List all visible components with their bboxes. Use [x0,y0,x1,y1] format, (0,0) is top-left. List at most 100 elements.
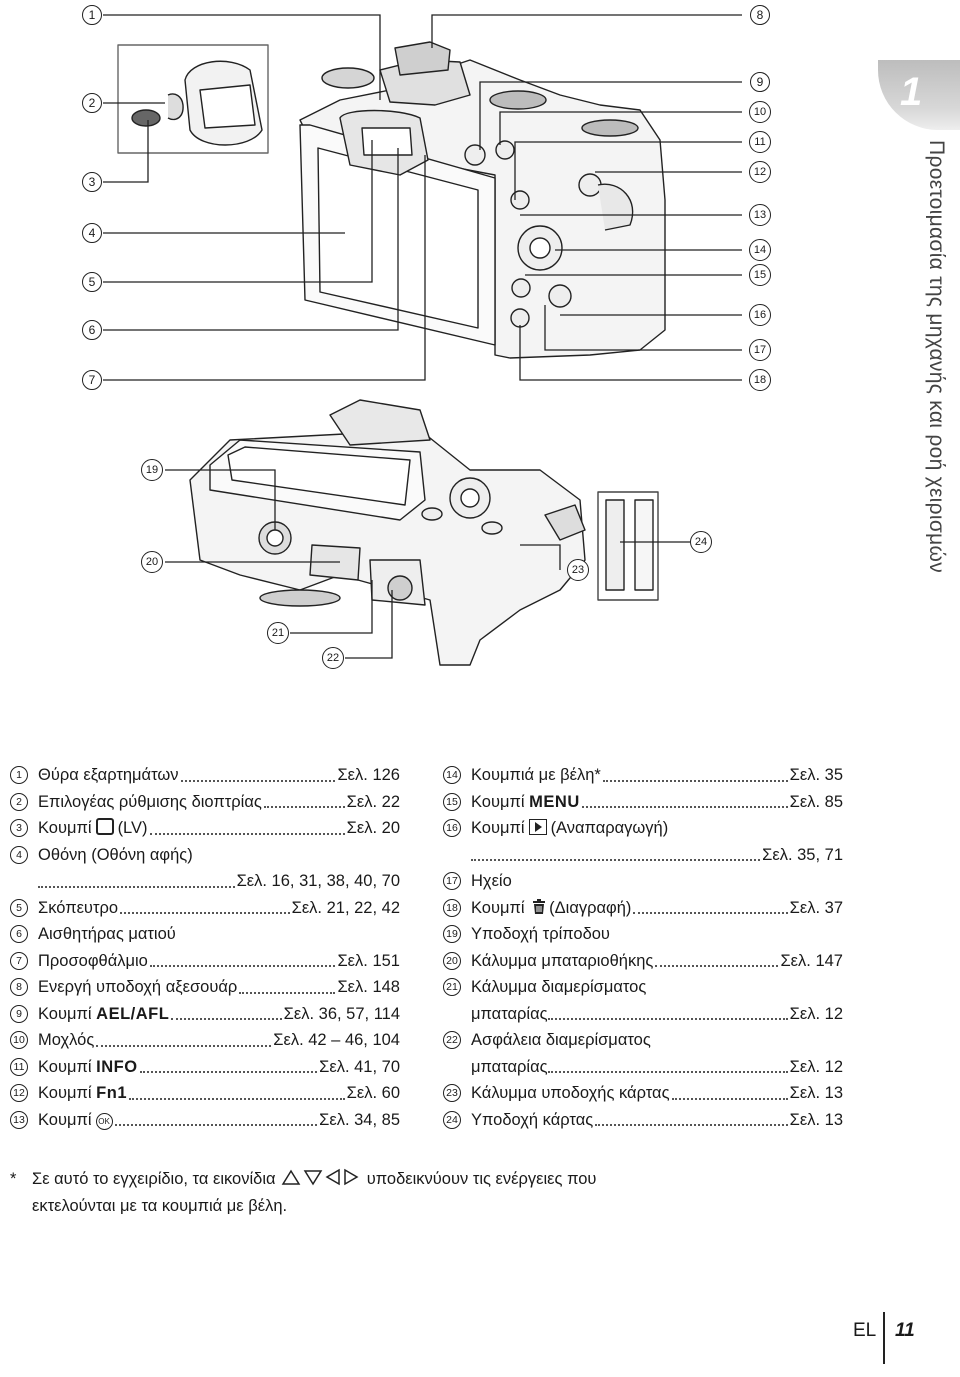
item-page: Σελ. 151 [337,951,400,970]
item-number: 10 [10,1031,28,1049]
item-number: 3 [10,819,28,837]
item-label: Κάλυμμα μπαταριοθήκης [471,951,654,970]
item-page: Σελ. 85 [789,792,843,811]
callout-12: 12 [749,161,771,183]
item-page: Σελ. 16, 31, 38, 40, 70 [236,872,400,890]
item-page: Σελ. 37 [789,898,843,917]
item-number: 23 [443,1084,461,1102]
footnote: * Σε αυτό το εγχειρίδιο, τα εικονίδια υπ… [10,1166,840,1220]
arrow-icons [281,1168,359,1186]
callout-23: 23 [567,559,589,581]
item-number: 1 [10,766,28,784]
item-label: Οθόνη (Οθόνη αφής) [38,845,193,864]
item-number: 15 [443,792,461,811]
item-label-line2: μπαταρίας [471,1004,548,1023]
item-label: Μοχλός [38,1031,95,1049]
item-number: 7 [10,951,28,970]
footnote-asterisk: * [10,1170,17,1188]
language-code: EL [853,1320,877,1341]
callout-16: 16 [749,304,771,326]
callout-20: 20 [141,551,163,573]
item-label-line2: μπαταρίας [471,1057,548,1076]
list-item-continuation: Σελ. 16, 31, 38, 40, 70 [10,868,400,895]
item-number: 22 [443,1031,461,1049]
item-number: 9 [10,1004,28,1023]
item-label: Κουμπί [471,819,525,837]
item-page: Σελ. 126 [337,766,400,784]
list-item: 22 Ασφάλεια διαμερίσματος [443,1027,843,1054]
callout-22: 22 [322,647,344,669]
item-label: Κουμπί [471,898,525,917]
list-item: 4 Οθόνη (Οθόνη αφής) [10,842,400,869]
item-page: Σελ. 22 [346,792,400,811]
callout-19: 19 [141,459,163,481]
page-number: 11 [895,1320,915,1341]
callout-2: 2 [82,93,102,113]
item-label: Προσοφθάλμιο [38,951,148,970]
list-item: 15 Κουμπί MENU Σελ. 85 [443,789,843,816]
item-number: 4 [10,845,28,864]
item-number: 19 [443,925,461,943]
callout-10: 10 [749,101,771,123]
item-label: Κουμπί [471,792,525,811]
item-label: Κάλυμμα διαμερίσματος [471,978,647,996]
item-label: Ασφάλεια διαμερίσματος [471,1031,651,1049]
footnote-text: εκτελούνται με τα κουμπιά με βέλη. [32,1197,288,1215]
item-label: Κουμπί [38,1004,92,1023]
item-label: Επιλογέας ρύθμισης διοπτρίας [38,792,262,811]
button-name: Fn1 [96,1084,127,1102]
item-number: 20 [443,951,461,970]
callout-1: 1 [82,5,102,25]
callout-24: 24 [690,531,712,553]
callout-11: 11 [749,131,771,153]
live-view-icon [95,818,114,835]
list-item-continuation: μπαταρίας Σελ. 12 [443,1001,843,1028]
item-page: Σελ. 12 [789,1004,843,1023]
item-label-suffix: (LV) [117,819,148,837]
item-label: Κουμπί [38,1084,92,1102]
item-label: Σκόπευτρο [38,898,119,917]
callout-4: 4 [82,223,102,243]
chapter-number: 1 [900,70,923,114]
list-item: 7 Προσοφθάλμιο Σελ. 151 [10,948,400,975]
ok-icon: OK [95,1112,113,1130]
callout-7: 7 [82,370,102,390]
list-item-continuation: μπαταρίας Σελ. 12 [443,1054,843,1081]
item-label: Υποδοχή κάρτας [471,1110,594,1129]
item-page: Σελ. 20 [346,819,400,837]
item-page: Σελ. 36, 57, 114 [283,1004,400,1023]
item-number: 12 [10,1084,28,1102]
item-label: Κουμπί [38,1110,92,1129]
button-name: MENU [529,792,580,811]
item-label: Κάλυμμα υποδοχής κάρτας [471,1084,670,1102]
footnote-text: υποδεικνύουν τις ενέργειες που [366,1170,597,1188]
item-page: Σελ. 147 [780,951,843,970]
button-name: AEL/AFL [96,1004,170,1023]
item-page: Σελ. 60 [346,1084,400,1102]
item-page: Σελ. 41, 70 [319,1057,400,1076]
item-number: 21 [443,978,461,996]
item-number: 16 [443,819,461,837]
item-page: Σελ. 12 [789,1057,843,1076]
button-name: INFO [96,1057,138,1076]
item-label: Αισθητήρας ματιού [38,925,176,943]
callout-9: 9 [750,72,770,92]
callout-8: 8 [750,5,770,25]
item-number: 17 [443,872,461,890]
list-item: 21 Κάλυμμα διαμερίσματος [443,974,843,1001]
item-number: 13 [10,1110,28,1129]
callout-17: 17 [749,339,771,361]
